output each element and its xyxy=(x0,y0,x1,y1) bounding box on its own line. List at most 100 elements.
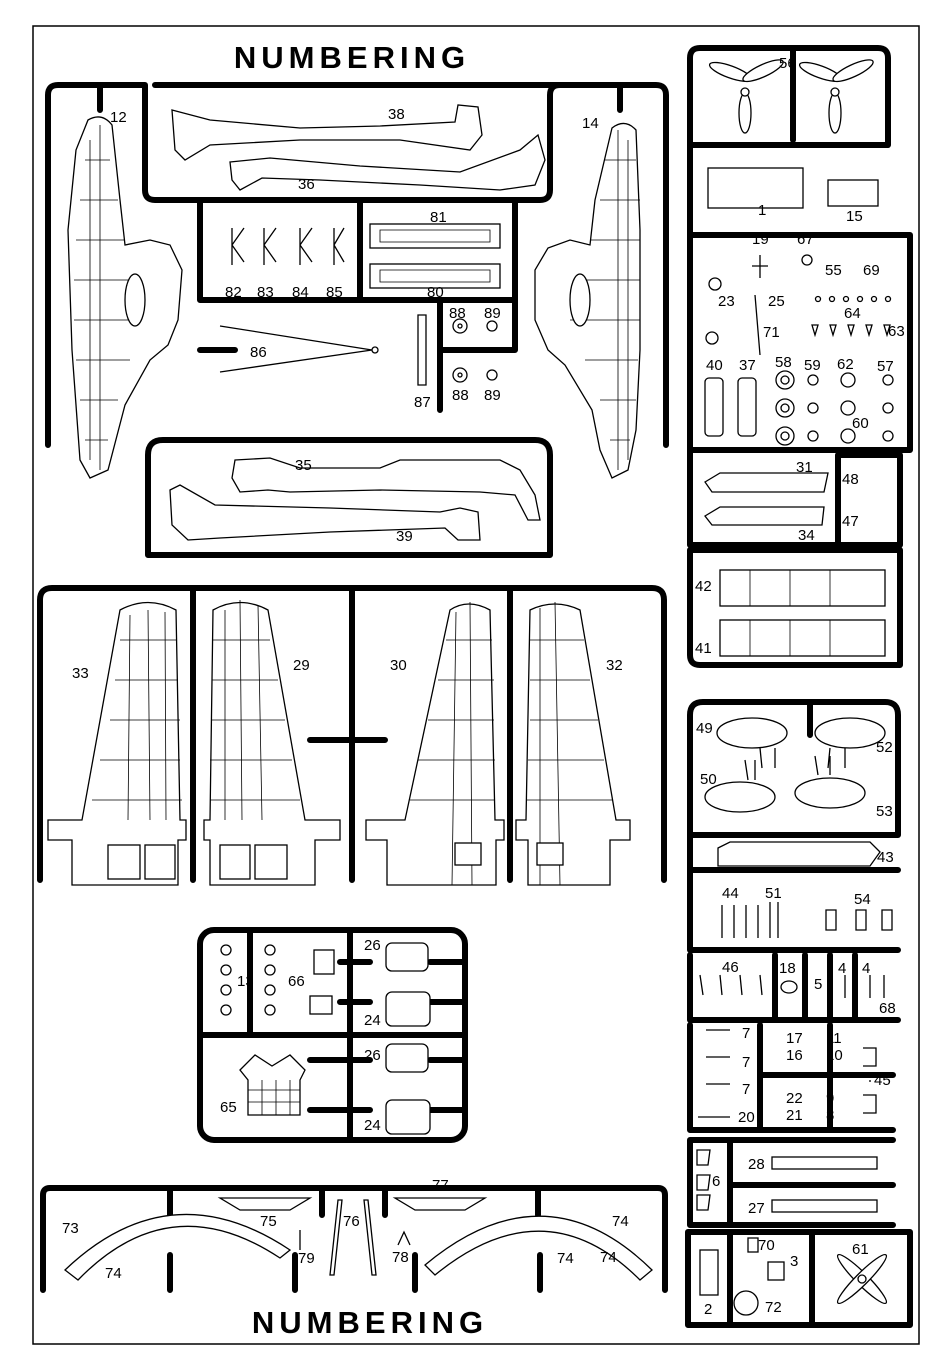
label-53: 53 xyxy=(876,803,893,820)
label-45: 45 xyxy=(874,1072,891,1089)
part-87-rod xyxy=(417,314,427,386)
part-39-spine xyxy=(169,484,481,541)
label-74b: 74 xyxy=(105,1265,122,1282)
part-56-propellers xyxy=(708,59,874,134)
label-71: 71 xyxy=(763,324,780,341)
label-54: 54 xyxy=(854,891,871,908)
label-20: 20 xyxy=(738,1109,755,1126)
label-89b: 89 xyxy=(484,387,501,404)
label-27: 27 xyxy=(748,1200,765,1217)
label-40: 40 xyxy=(706,357,723,374)
part-65-panel xyxy=(239,1054,306,1116)
label-11: 11 xyxy=(826,1030,842,1047)
label-50: 50 xyxy=(700,771,717,788)
part-77-frame xyxy=(392,1197,488,1211)
label-75: 75 xyxy=(260,1213,277,1230)
label-74d: 74 xyxy=(600,1249,617,1266)
part-53-canopy xyxy=(794,777,866,809)
part-49-canopy xyxy=(716,717,788,749)
label-31: 31 xyxy=(796,459,813,476)
label-7a: 7 xyxy=(742,1025,750,1042)
label-38: 38 xyxy=(388,106,405,123)
label-33: 33 xyxy=(72,665,89,682)
label-47: 47 xyxy=(842,513,859,530)
label-14: 14 xyxy=(582,115,599,132)
label-24b: 24 xyxy=(364,1117,381,1134)
part-34-strip xyxy=(704,506,825,526)
label-65: 65 xyxy=(220,1099,237,1116)
part-33-wing xyxy=(47,601,187,886)
label-13: 13 xyxy=(237,973,254,990)
label-7c: 7 xyxy=(742,1081,750,1098)
part-74-hoop xyxy=(424,1215,653,1281)
part-1-panel xyxy=(707,167,804,209)
label-22: 22 xyxy=(786,1090,803,1107)
label-62: 62 xyxy=(837,356,854,373)
label-10: 10 xyxy=(826,1047,843,1064)
label-52: 52 xyxy=(876,739,893,756)
part-86-strut xyxy=(219,325,373,373)
label-88a: 88 xyxy=(449,305,466,322)
label-21: 21 xyxy=(786,1107,803,1124)
label-49: 49 xyxy=(696,720,713,737)
label-67: 67 xyxy=(797,231,814,248)
label-68: 68 xyxy=(879,1000,896,1017)
label-74a: 74 xyxy=(612,1213,629,1230)
label-84: 84 xyxy=(292,284,309,301)
part-64-bolts xyxy=(811,295,892,338)
label-55: 55 xyxy=(825,262,842,279)
label-9: 9 xyxy=(826,1090,834,1107)
part-35-spine xyxy=(231,457,541,521)
title-bottom: NUMBERING xyxy=(252,1305,488,1340)
label-35: 35 xyxy=(295,457,312,474)
label-12: 12 xyxy=(110,109,127,126)
label-6: 6 xyxy=(712,1173,720,1190)
part-30-wing xyxy=(365,603,505,886)
label-23: 23 xyxy=(718,293,735,310)
label-1: 1 xyxy=(758,202,766,219)
label-48: 48 xyxy=(842,471,859,488)
label-51: 51 xyxy=(765,885,782,902)
label-37: 37 xyxy=(739,357,756,374)
label-72: 72 xyxy=(765,1299,782,1316)
label-15: 15 xyxy=(846,208,863,225)
label-89a: 89 xyxy=(484,305,501,322)
label-17: 17 xyxy=(786,1030,803,1047)
part-29-wing xyxy=(203,601,341,886)
label-59: 59 xyxy=(804,357,821,374)
label-80: 80 xyxy=(427,284,444,301)
part-61-propeller xyxy=(836,1253,888,1305)
label-60: 60 xyxy=(852,415,869,432)
label-39: 39 xyxy=(396,528,413,545)
label-2: 2 xyxy=(704,1301,712,1318)
part-41-panel xyxy=(719,619,886,657)
part-80-panel xyxy=(369,263,501,289)
label-76: 76 xyxy=(343,1213,360,1230)
label-82: 82 xyxy=(225,284,242,301)
label-63: 63 xyxy=(888,323,905,340)
label-64: 64 xyxy=(844,305,861,322)
label-74c: 74 xyxy=(557,1250,574,1267)
label-16: 16 xyxy=(786,1047,803,1064)
label-57: 57 xyxy=(877,358,894,375)
label-77: 77 xyxy=(432,1177,449,1194)
part-50-canopy xyxy=(704,781,776,813)
label-66: 66 xyxy=(288,973,305,990)
label-88b: 88 xyxy=(452,387,469,404)
label-36: 36 xyxy=(298,176,315,193)
label-19: 19 xyxy=(752,231,769,248)
label-86: 86 xyxy=(250,344,267,361)
label-73: 73 xyxy=(62,1220,79,1237)
label-46: 46 xyxy=(722,959,739,976)
label-24a: 24 xyxy=(364,1012,381,1029)
part-42-panel xyxy=(719,569,886,607)
label-18: 18 xyxy=(779,960,796,977)
label-61: 61 xyxy=(852,1241,869,1258)
label-25: 25 xyxy=(768,293,785,310)
part-27-rail xyxy=(771,1199,878,1213)
part-58-wheels xyxy=(775,370,894,446)
part-26-seat-back xyxy=(385,942,429,972)
label-79: 79 xyxy=(298,1250,315,1267)
label-56: 56 xyxy=(779,55,796,72)
label-30: 30 xyxy=(390,657,407,674)
